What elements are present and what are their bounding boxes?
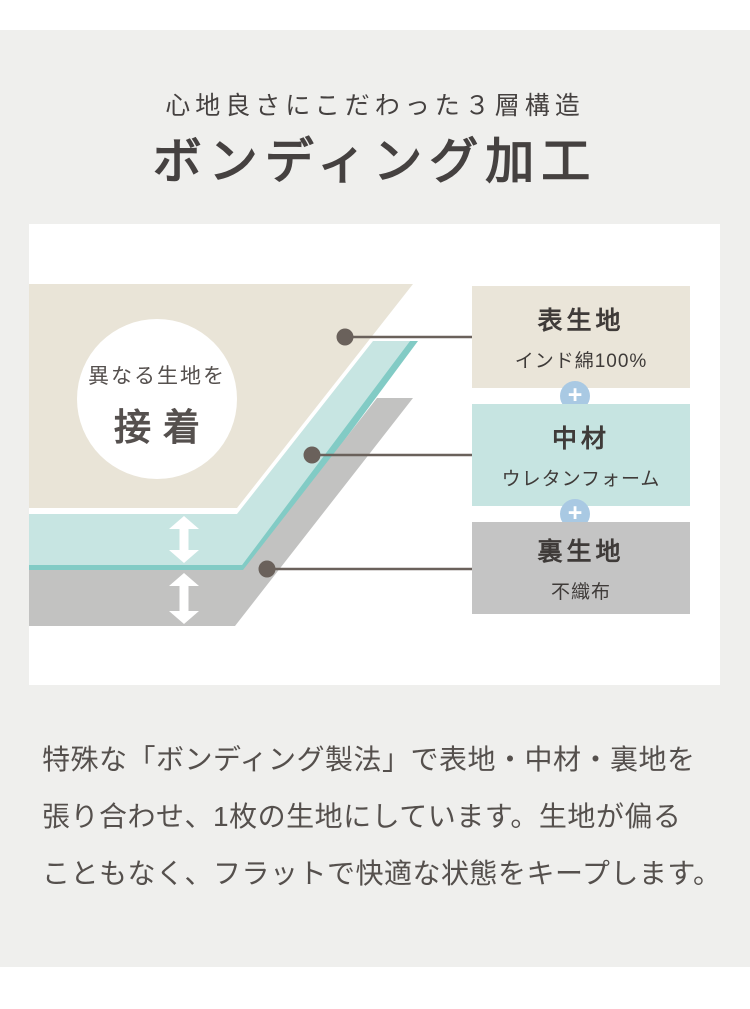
bonding-circle [77, 319, 237, 479]
page-subtitle: 心地良さにこだわった３層構造 [165, 92, 585, 120]
label-box-middle-foam: 中材 ウレタンフォーム [472, 404, 690, 506]
layer-structure-drawing [29, 284, 472, 626]
bottom-fabric-layer-shape [29, 398, 413, 626]
thickness-arrow-middle-layer [169, 516, 199, 563]
description-line-3: こともなく、フラットで快適な状態をキープします。 [42, 858, 722, 889]
bonding-circle-line1: 異なる生地を [88, 365, 226, 388]
top-fabric-label: 表生地 [537, 307, 625, 335]
bonding-circle-text: 異なる生地を 接着 [57, 360, 257, 451]
description-paragraph: 特殊な「ボンディング製法」で表地・中材・裏地を 張り合わせ、1枚の生地にしていま… [42, 731, 722, 902]
leader-dot-top-fabric [336, 328, 354, 346]
middle-foam-layer-shape [29, 341, 410, 565]
middle-foam-label: 中材 [551, 425, 610, 453]
leader-dot-middle-foam [303, 446, 321, 464]
bonding-circle-line2: 接着 [114, 407, 212, 448]
bottom-fabric-material: 不織布 [550, 582, 611, 603]
label-box-top-fabric: 表生地 インド綿100% [472, 286, 690, 388]
leader-dot-bottom-fabric [258, 560, 276, 578]
label-box-bottom-fabric: 裏生地 不織布 [472, 522, 690, 614]
page-title: ボンディング加工 [152, 135, 598, 189]
description-line-1: 特殊な「ボンディング製法」で表地・中材・裏地を [42, 744, 696, 775]
thickness-arrow-bottom-layer [169, 573, 199, 624]
description-line-2: 張り合わせ、1枚の生地にしています。生地が偏る [42, 801, 682, 832]
middle-foam-material: ウレタンフォーム [501, 469, 661, 490]
layer-structure-diagram: 異なる生地を 接着 表生地 インド綿100% + 中材 ウレタンフォーム + 裏… [29, 224, 720, 685]
bottom-fabric-label: 裏生地 [537, 538, 625, 566]
top-fabric-material: インド綿100% [514, 351, 648, 372]
